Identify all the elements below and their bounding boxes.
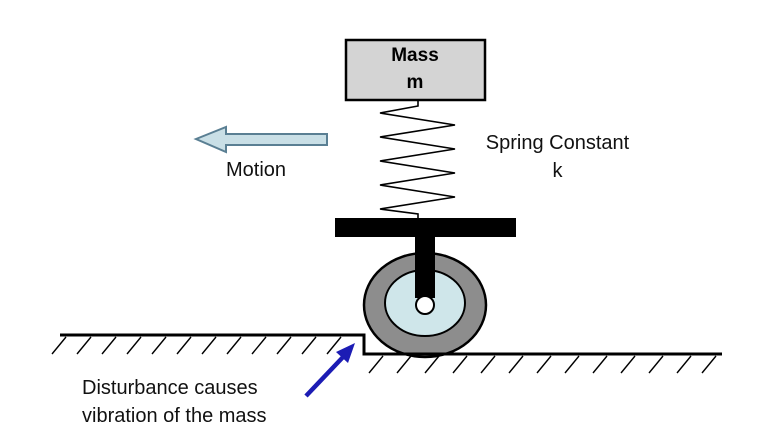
disturbance-line-2: vibration of the mass <box>82 405 267 427</box>
mass-name: Mass <box>391 45 439 66</box>
ground-line <box>60 333 722 356</box>
spring-symbol: k <box>552 160 563 182</box>
mass-block <box>344 38 487 102</box>
motion-label: Motion <box>226 159 287 181</box>
spring-name: Spring Constant <box>485 132 630 154</box>
axle-pin <box>415 295 435 315</box>
mass-symbol: m <box>406 72 424 93</box>
axle-platform <box>335 218 516 237</box>
disturbance-arrow-shaft <box>304 354 346 398</box>
disturbance-arrow-head <box>336 343 355 363</box>
axle-post-front <box>415 236 435 298</box>
disturbance-label: Disturbance causes vibration of the mass <box>82 374 267 430</box>
spring-label: Spring Constant k <box>470 129 645 185</box>
disturbance-line-1: Disturbance causes <box>82 377 258 399</box>
spring <box>379 100 456 219</box>
motion-arrow <box>193 125 328 154</box>
mass-label: Mass m <box>346 42 484 96</box>
ground-hatching <box>51 336 717 374</box>
